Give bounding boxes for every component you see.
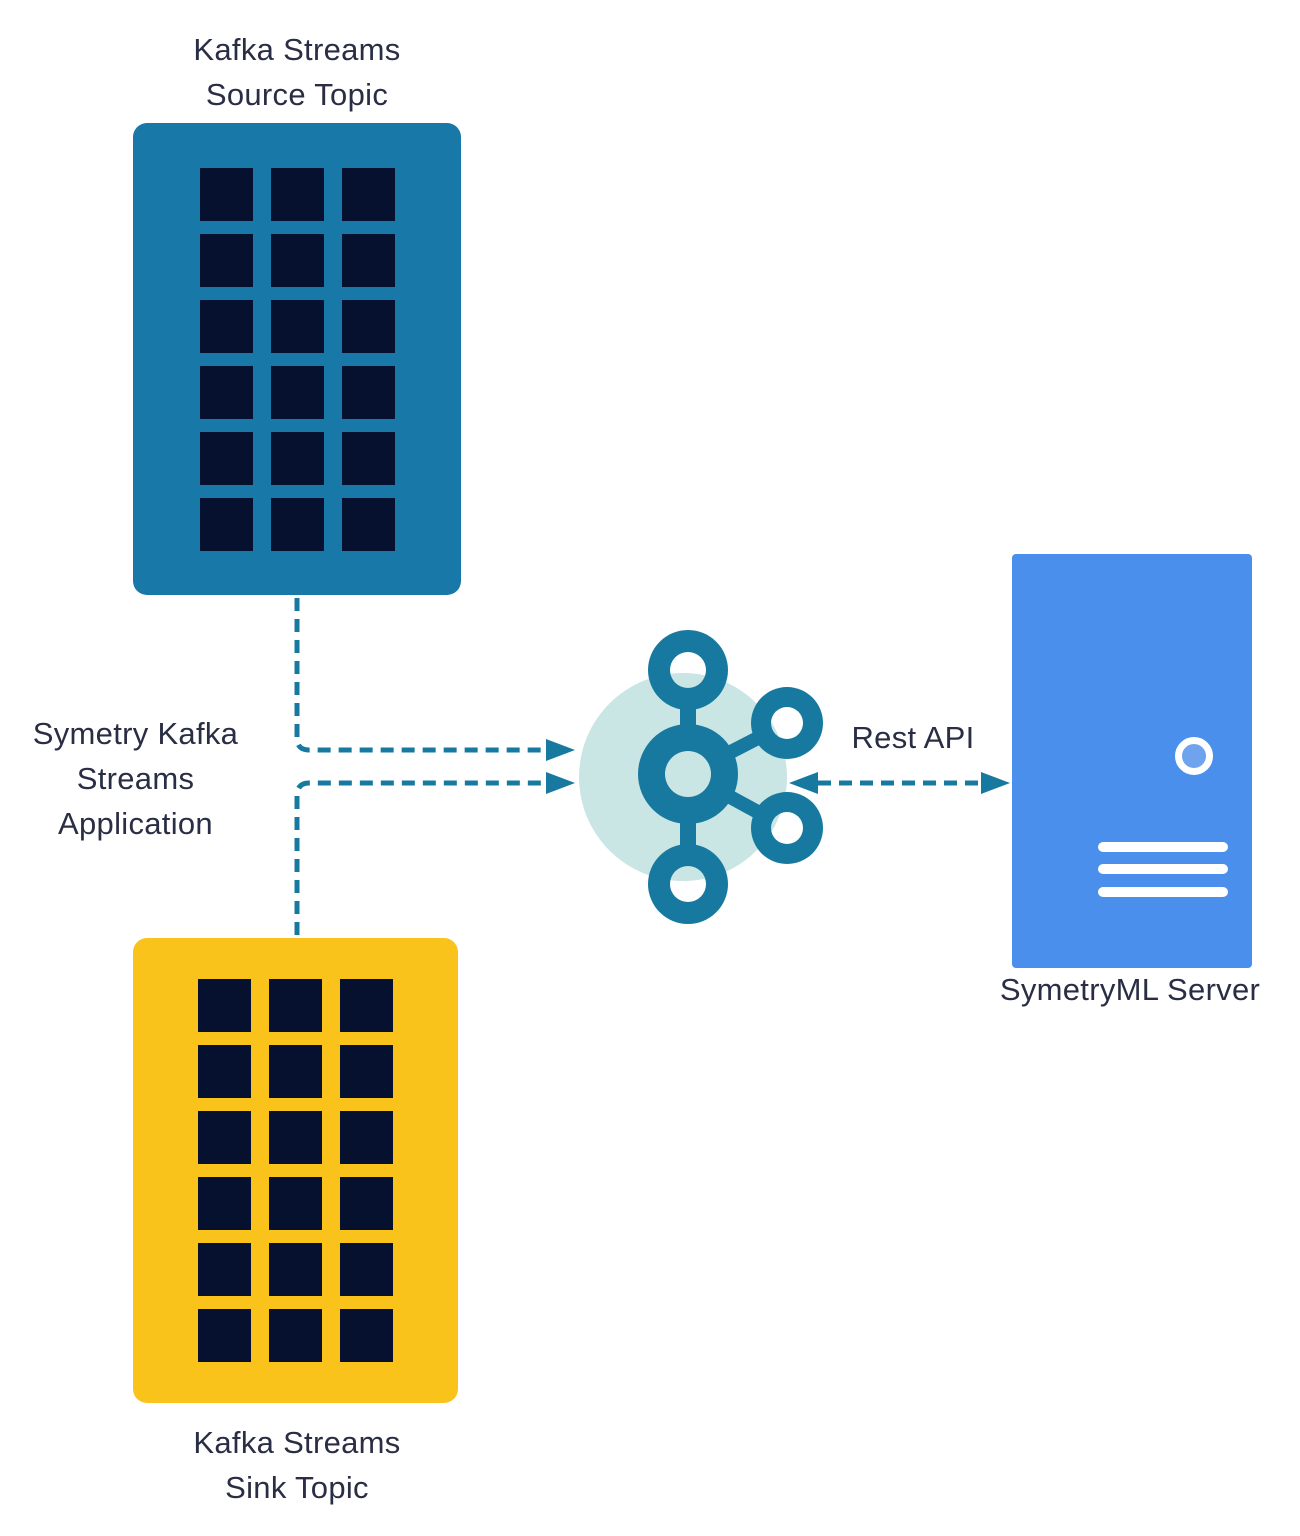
kafka-logo-icon (638, 630, 823, 924)
topic-cell (340, 1243, 393, 1296)
topic-cell (270, 167, 324, 221)
topic-cell (198, 979, 251, 1032)
topic-cell (270, 431, 324, 485)
rest-api-arrowhead-left-icon (789, 772, 818, 794)
topic-cell (340, 1045, 393, 1098)
arrowhead-sink-to-kafka-icon (546, 772, 575, 794)
topic-cell (269, 1045, 322, 1098)
topic-cell (199, 299, 253, 353)
topic-cell (199, 365, 253, 419)
server-vent-bar-icon (1098, 887, 1228, 897)
rest-api-arrowhead-right-icon (981, 772, 1010, 794)
source-topic-grid (133, 123, 461, 595)
connector-source-to-kafka (294, 598, 546, 753)
topic-cell (340, 979, 393, 1032)
topic-cell (269, 1309, 322, 1362)
topic-cell (199, 497, 253, 551)
topic-cell (270, 365, 324, 419)
topic-cell (198, 1243, 251, 1296)
arrowhead-source-to-kafka-icon (546, 739, 575, 761)
topic-cell (269, 1177, 322, 1230)
sink-topic-box (133, 938, 458, 1403)
kafka-halo (579, 673, 787, 881)
topic-cell (341, 497, 395, 551)
source-topic-label: Kafka Streams Source Topic (193, 32, 401, 112)
topic-cell (340, 1177, 393, 1230)
server-led-icon (1175, 737, 1213, 775)
topic-cell (341, 167, 395, 221)
topic-cell (269, 1111, 322, 1164)
topic-cell (341, 299, 395, 353)
topic-cell (340, 1111, 393, 1164)
topic-cell (341, 431, 395, 485)
topic-cell (198, 1045, 251, 1098)
topic-cell (270, 497, 324, 551)
source-topic-box (133, 123, 461, 595)
topic-cell (341, 233, 395, 287)
connector-sink-to-kafka (294, 780, 546, 935)
topic-cell (199, 167, 253, 221)
server-label: SymetryML Server (999, 972, 1261, 1007)
sink-topic-grid (133, 938, 458, 1403)
topic-cell (269, 1243, 322, 1296)
topic-cell (341, 365, 395, 419)
server-box server-tower-icon (1012, 554, 1252, 968)
topic-cell (198, 1177, 251, 1230)
topic-cell (269, 979, 322, 1032)
server-vent-bar-icon (1098, 842, 1228, 852)
topic-cell (198, 1309, 251, 1362)
topic-cell (199, 233, 253, 287)
topic-cell (270, 233, 324, 287)
topic-cell (270, 299, 324, 353)
topic-cell (340, 1309, 393, 1362)
app-label: Symetry Kafka Streams Application (32, 716, 239, 841)
topic-cell (198, 1111, 251, 1164)
server-vent-bar-icon (1098, 864, 1228, 874)
rest-api-label: Rest API (851, 720, 975, 755)
topic-cell (199, 431, 253, 485)
sink-topic-label: Kafka Streams Sink Topic (193, 1425, 401, 1505)
